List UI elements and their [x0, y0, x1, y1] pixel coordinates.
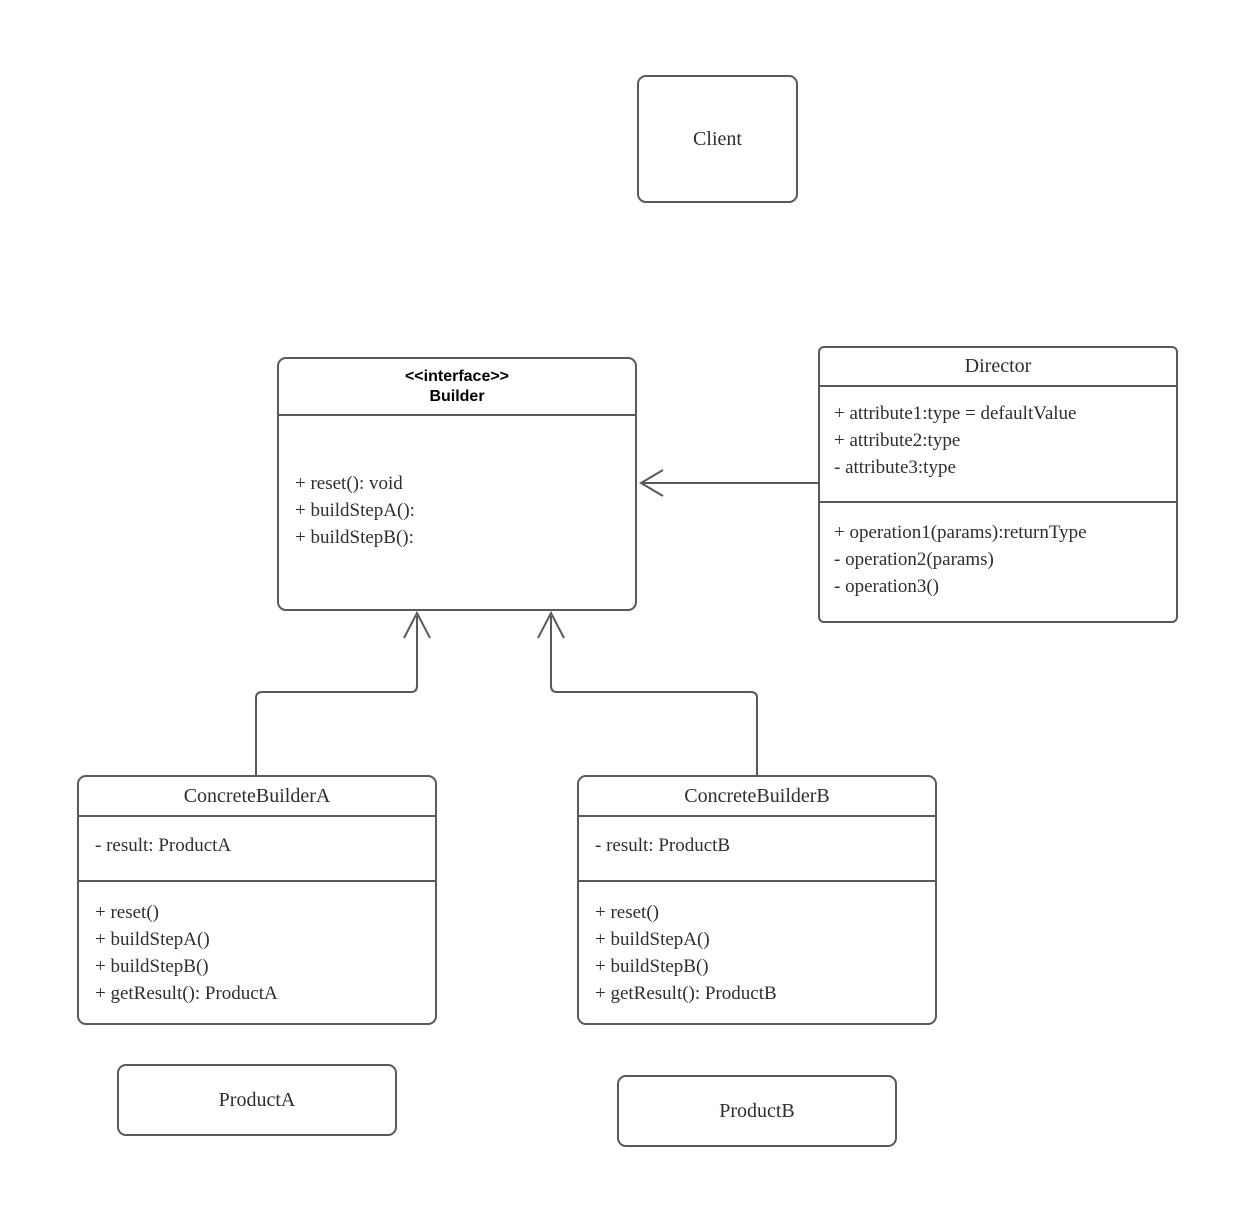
- concretebuilderb-header: ConcreteBuilderB: [579, 777, 935, 817]
- client-class-box[interactable]: Client: [637, 75, 798, 203]
- producta-class-name: ProductA: [218, 1088, 296, 1111]
- builder-stereotype: <<interface>>: [404, 367, 510, 385]
- concretebuilderb-operation: + getResult(): ProductB: [595, 983, 777, 1004]
- concretebuildera-header: ConcreteBuilderA: [79, 777, 435, 817]
- concretebuilderb-attributes-section: - result: ProductB: [579, 817, 935, 882]
- builder-interface-box[interactable]: <<interface>> Builder + reset(): void + …: [277, 357, 637, 611]
- concretebuildera-operations-section: + reset() + buildStepA() + buildStepB() …: [79, 882, 435, 1023]
- director-attribute: + attribute2:type: [834, 430, 961, 451]
- director-operations-section: + operation1(params):returnType - operat…: [820, 503, 1176, 619]
- productb-class-name: ProductB: [719, 1099, 795, 1122]
- concretebuilderb-operation: + buildStepB(): [595, 956, 709, 977]
- productb-class-box[interactable]: ProductB: [617, 1075, 897, 1147]
- concretebuildera-operation: + buildStepA(): [95, 929, 210, 950]
- director-header: Director: [820, 348, 1176, 387]
- builder-operation: + buildStepB():: [295, 527, 414, 548]
- open-arrowhead-left-icon: [639, 469, 664, 497]
- concretebuilderb-class-box[interactable]: ConcreteBuilderB - result: ProductB + re…: [577, 775, 937, 1025]
- director-attribute: + attribute1:type = defaultValue: [834, 403, 1077, 424]
- inheritance-concretebuilderb-to-builder[interactable]: [550, 616, 758, 775]
- director-operation: + operation1(params):returnType: [834, 522, 1087, 543]
- director-operation: - operation2(params): [834, 549, 994, 570]
- concretebuildera-attributes-section: - result: ProductA: [79, 817, 435, 882]
- concretebuildera-operation: + reset(): [95, 902, 159, 923]
- concretebuildera-operation: + buildStepB(): [95, 956, 209, 977]
- concretebuilderb-operation: + buildStepA(): [595, 929, 710, 950]
- open-arrowhead-up-left-icon: [403, 610, 431, 639]
- director-operation: - operation3(): [834, 576, 939, 597]
- concretebuildera-attribute: - result: ProductA: [95, 835, 232, 856]
- producta-class-box[interactable]: ProductA: [117, 1064, 397, 1136]
- concretebuildera-class-name: ConcreteBuilderA: [183, 784, 331, 807]
- director-class-box[interactable]: Director + attribute1:type = defaultValu…: [818, 346, 1178, 623]
- concretebuildera-operation: + getResult(): ProductA: [95, 983, 278, 1004]
- builder-class-name: Builder: [429, 387, 485, 405]
- builder-header: <<interface>> Builder: [279, 359, 635, 416]
- builder-operations-section: + reset(): void + buildStepA(): + buildS…: [279, 416, 635, 551]
- inheritance-concretebuildera-to-builder[interactable]: [255, 616, 418, 775]
- concretebuilderb-operations-section: + reset() + buildStepA() + buildStepB() …: [579, 882, 935, 1023]
- concretebuilderb-attribute: - result: ProductB: [595, 835, 731, 856]
- open-arrowhead-up-right-icon: [537, 610, 565, 639]
- director-attribute: - attribute3:type: [834, 457, 956, 478]
- concretebuilderb-class-name: ConcreteBuilderB: [684, 784, 830, 807]
- concretebuilderb-operation: + reset(): [595, 902, 659, 923]
- director-attributes-section: + attribute1:type = defaultValue + attri…: [820, 387, 1176, 503]
- director-class-name: Director: [964, 355, 1032, 377]
- client-class-name: Client: [693, 127, 742, 150]
- builder-operation: + reset(): void: [295, 473, 403, 494]
- concretebuildera-class-box[interactable]: ConcreteBuilderA - result: ProductA + re…: [77, 775, 437, 1025]
- builder-operation: + buildStepA():: [295, 500, 415, 521]
